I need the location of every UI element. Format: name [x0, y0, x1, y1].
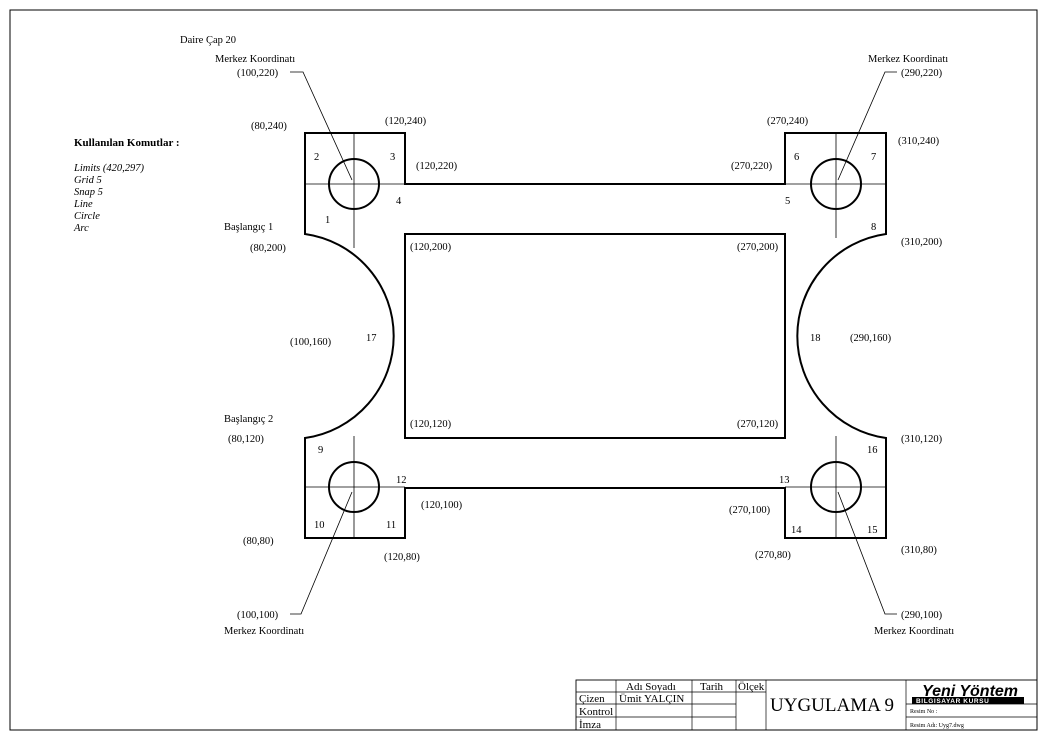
coord-120-240: (120,240): [385, 116, 427, 127]
coord-270-220: (270,220): [731, 161, 773, 172]
command-item: Circle: [74, 211, 100, 222]
coord-80-200: (80,200): [250, 243, 286, 254]
coord-80-240: (80,240): [251, 121, 287, 132]
point-number: 12: [396, 475, 407, 486]
point-number: 11: [386, 520, 396, 531]
point-number: 3: [390, 152, 395, 163]
leader-lines: [290, 71, 897, 615]
title-block-col-scale: Ölçek: [738, 681, 765, 693]
coord-arc-right: (290,160): [850, 333, 892, 344]
coord-310-200: (310,200): [901, 237, 943, 248]
title-block-row-signature: İmza: [579, 719, 601, 731]
center-coordinate-label-tl: Merkez Koordinatı: [215, 54, 295, 65]
circle-diameter-label: Daire Çap 20: [180, 35, 236, 46]
point-number: 2: [314, 152, 319, 163]
part-outer-contour: [304, 132, 887, 539]
command-item: Grid 5: [74, 175, 102, 186]
point-number: 9: [318, 445, 323, 456]
coord-inner-270-200: (270,200): [737, 242, 779, 253]
coord-br-center: (290,100): [901, 610, 943, 621]
command-item: Limits (420,297): [73, 163, 145, 174]
point-number: 16: [867, 445, 878, 456]
title-block-col-date: Tarih: [700, 681, 724, 693]
title-block-col-name: Adı Soyadı: [626, 681, 676, 693]
title-block-title: UYGULAMA 9: [770, 695, 894, 716]
point-number: 7: [871, 152, 876, 163]
title-block-row-checked: Kontrol: [579, 706, 613, 718]
coord-bl-center: (100,100): [237, 610, 279, 621]
coord-tr-center: (290,220): [901, 68, 943, 79]
title-block-drawing-no: Resim No :: [910, 709, 938, 715]
point-number: 10: [314, 520, 325, 531]
center-lines: [305, 133, 886, 538]
coord-120-100: (120,100): [421, 500, 463, 511]
point-number: 4: [396, 196, 402, 207]
coord-inner-120-120: (120,120): [410, 419, 452, 430]
coord-270-80: (270,80): [755, 550, 791, 561]
point-number: 1: [325, 215, 330, 226]
title-block-row-drawn: Çizen: [579, 693, 605, 705]
point-number: 6: [794, 152, 799, 163]
brand-logo: Yeni Yöntem: [922, 683, 1018, 700]
coord-80-80: (80,80): [243, 536, 274, 547]
center-coordinate-label-br: Merkez Koordinatı: [874, 626, 954, 637]
coord-310-240: (310,240): [898, 136, 940, 147]
coord-120-220: (120,220): [416, 161, 458, 172]
coord-inner-270-120: (270,120): [737, 419, 779, 430]
point-number: 15: [867, 525, 878, 536]
command-item: Snap 5: [74, 187, 103, 198]
point-number: 8: [871, 222, 876, 233]
point-number: 5: [785, 196, 790, 207]
coord-120-80: (120,80): [384, 552, 420, 563]
start-label-2: Başlangıç 2: [224, 414, 273, 425]
coord-80-120: (80,120): [228, 434, 264, 445]
coord-270-240: (270,240): [767, 116, 809, 127]
point-number: 13: [779, 475, 790, 486]
coord-arc-left: (100,160): [290, 337, 332, 348]
start-label-1: Başlangıç 1: [224, 222, 273, 233]
brand-sub-bar: [912, 697, 1024, 704]
title-block-drawn-by: Ümit YALÇIN: [619, 693, 684, 705]
title-block-drawing-name: Resim Adı: Uyg7.dwg: [910, 723, 964, 729]
brand-sub: BILGISAYAR KURSU: [916, 698, 989, 705]
sheet-border: [9, 9, 1038, 731]
point-number: 14: [791, 525, 802, 536]
center-coordinate-label-tr: Merkez Koordinatı: [868, 54, 948, 65]
center-coordinate-label-bl: Merkez Koordinatı: [224, 626, 304, 637]
commands-title: Kullanılan Komutlar :: [74, 137, 180, 149]
coord-270-100: (270,100): [729, 505, 771, 516]
command-item: Arc: [73, 223, 89, 234]
point-number: 17: [366, 333, 377, 344]
point-number: 18: [810, 333, 821, 344]
title-block: Adı Soyadı Tarih Ölçek Çizen Kontrol İmz…: [575, 679, 1038, 731]
coord-inner-120-200: (120,200): [410, 242, 452, 253]
inner-rectangle: [404, 233, 786, 439]
coord-310-80: (310,80): [901, 545, 937, 556]
command-item: Line: [73, 199, 93, 210]
coord-310-120: (310,120): [901, 434, 943, 445]
coord-tl-center: (100,220): [237, 68, 279, 79]
point-numbers: 1 2 3 4 5 6 7 8 9 10 11 12 13 14 15 16 1…: [314, 152, 878, 536]
